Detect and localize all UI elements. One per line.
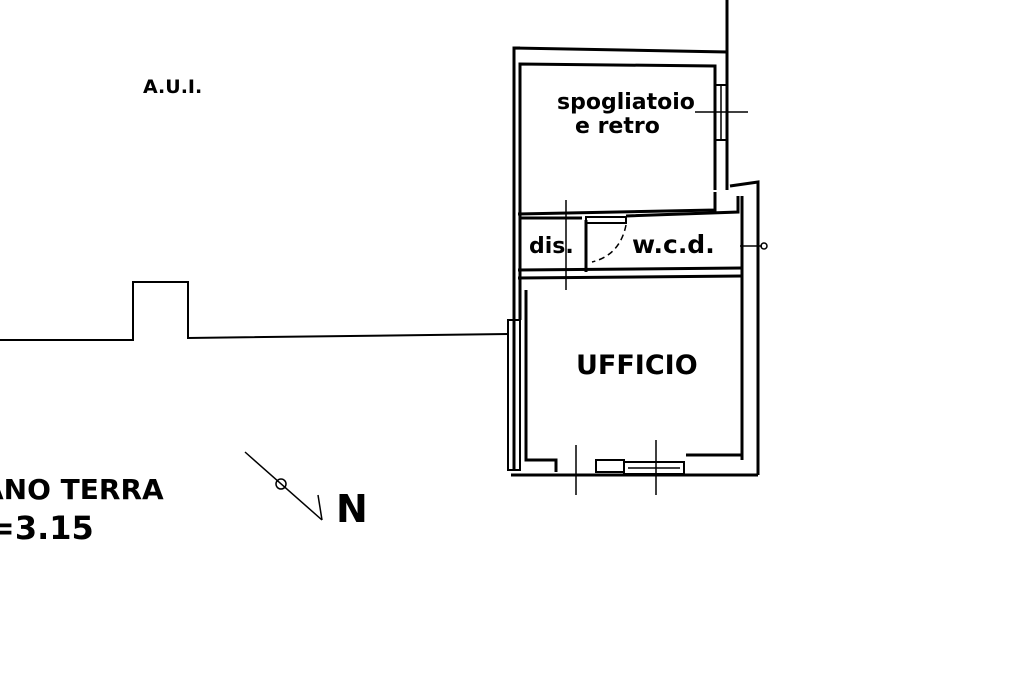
room-label-ufficio: UFFICIO bbox=[576, 350, 698, 381]
room-label-dis: dis. bbox=[529, 234, 574, 259]
height-label: =3.15 bbox=[0, 509, 94, 547]
room-label-wcd: w.c.d. bbox=[632, 230, 715, 259]
room-label-spogliatoio: spogliatoio bbox=[557, 90, 695, 115]
north-arrow-icon bbox=[244, 451, 323, 521]
floor-title: ANO TERRA bbox=[0, 473, 164, 506]
area-label: A.U.I. bbox=[143, 76, 202, 98]
room-label-retro: e retro bbox=[575, 114, 660, 139]
walls bbox=[0, 0, 768, 495]
north-label: N bbox=[336, 487, 368, 531]
